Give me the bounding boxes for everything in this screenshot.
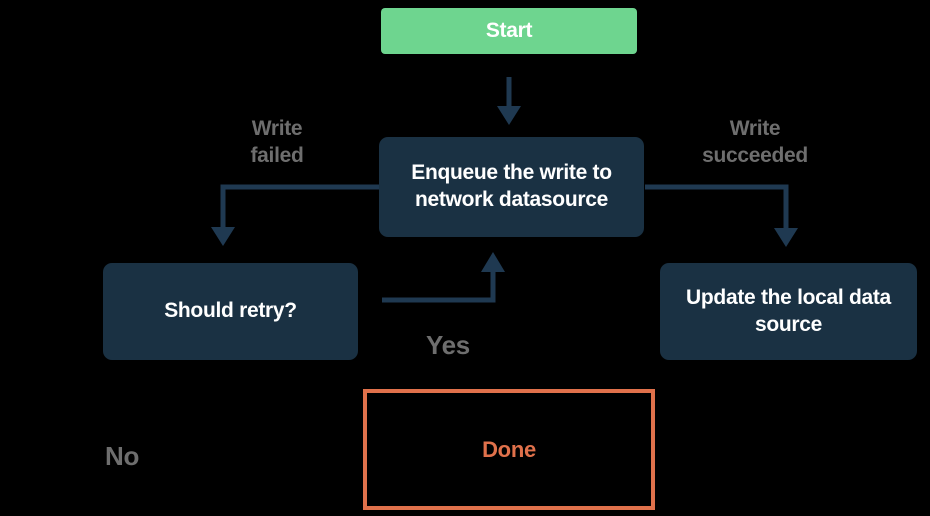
node-update-local-source: Update the local data source xyxy=(660,263,917,360)
node-start: Start xyxy=(381,8,637,54)
edge-label-no: No xyxy=(104,441,140,471)
node-update-local-source-label: Update the local data source xyxy=(686,285,891,336)
edge-label-write-failed: Write failed xyxy=(250,117,304,167)
edge-label-yes: Yes xyxy=(426,330,470,360)
edge-enqueue-to-update-local xyxy=(645,184,798,247)
node-done-label: Done xyxy=(482,436,536,462)
node-should-retry-label: Should retry? xyxy=(164,299,297,323)
edge-label-write-succeeded: Write succeeded xyxy=(702,117,808,167)
edge-should-retry-to-enqueue xyxy=(382,252,505,303)
edge-enqueue-to-should-retry xyxy=(211,184,379,246)
node-enqueue-write-label: Enqueue the write to network datasource xyxy=(411,161,612,211)
node-done: Done xyxy=(363,389,655,510)
node-start-label: Start xyxy=(485,19,533,42)
edge-start-to-enqueue xyxy=(497,77,521,125)
node-enqueue-write: Enqueue the write to network datasource xyxy=(379,137,644,237)
node-should-retry: Should retry? xyxy=(103,263,358,360)
